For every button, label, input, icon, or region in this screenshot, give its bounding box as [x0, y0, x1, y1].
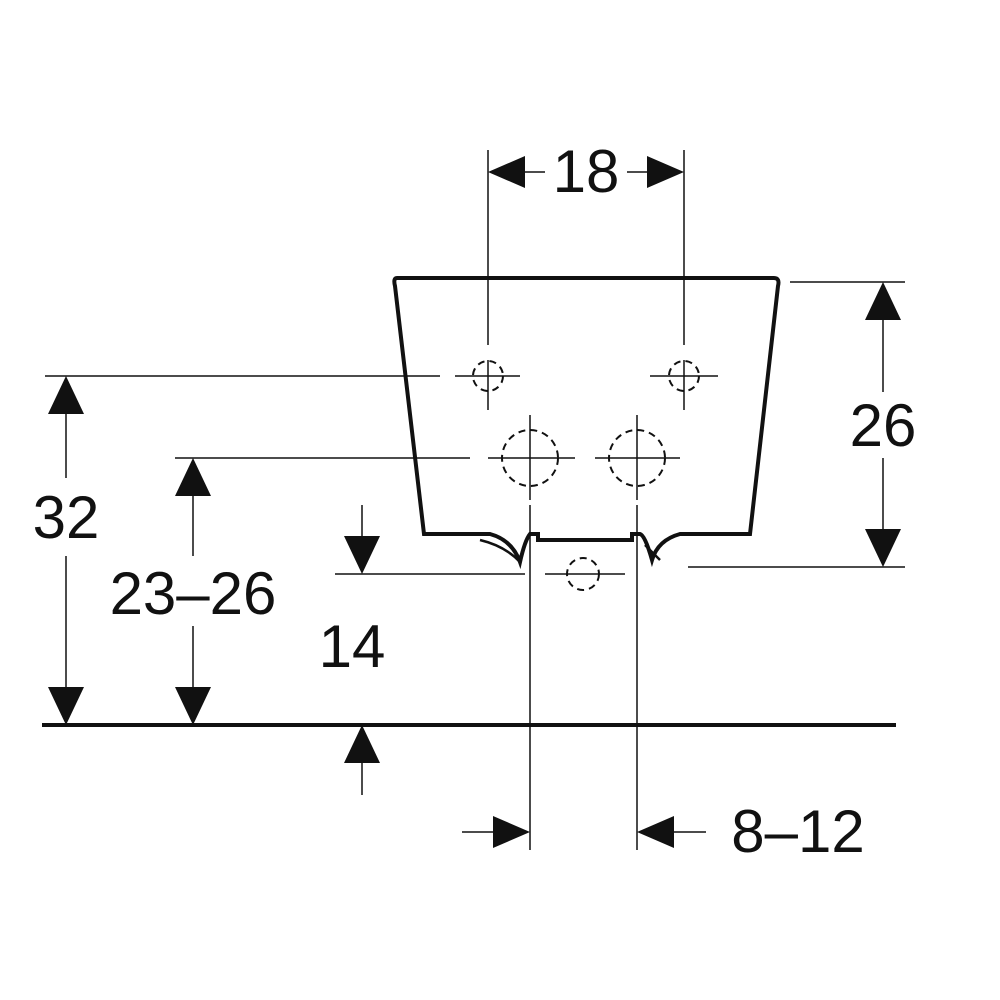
dimension-floor-offset: 14	[319, 505, 386, 795]
label-right-height: 26	[850, 392, 917, 459]
waste-hole	[545, 557, 625, 591]
label-left-height: 32	[33, 484, 100, 551]
extension-lines	[45, 150, 905, 850]
dimension-right-height: 26	[850, 282, 917, 567]
small-fixing-holes	[455, 360, 718, 410]
dimension-left-height: 32	[33, 376, 100, 725]
bidet-body	[392, 276, 781, 570]
label-bottom-width: 8–12	[731, 798, 864, 865]
label-top-spacing: 18	[553, 138, 620, 205]
large-connection-holes	[488, 415, 680, 500]
dimension-bottom-width: 8–12	[462, 798, 865, 865]
dimension-inner-height: 23–26	[110, 458, 277, 725]
dimension-top-spacing: 18	[488, 138, 684, 205]
label-floor-offset: 14	[319, 613, 386, 680]
label-inner-height: 23–26	[110, 560, 277, 627]
